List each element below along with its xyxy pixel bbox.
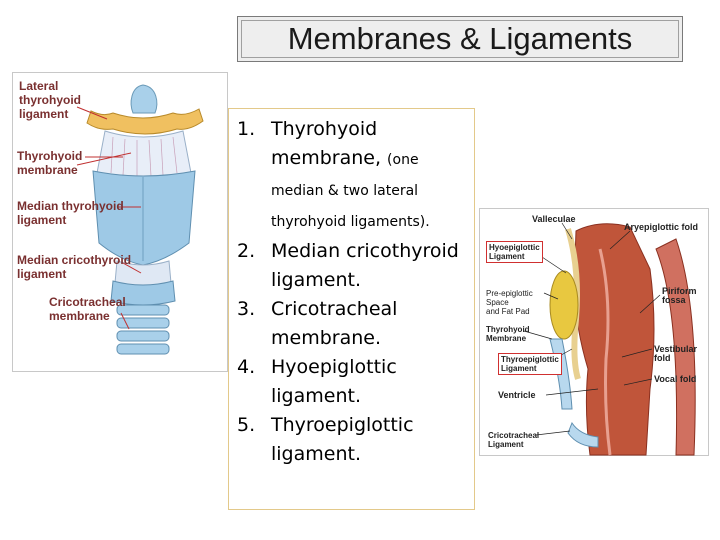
label-thyrohyoid-membrane: Thyrohyoid membrane xyxy=(17,149,83,177)
posterior-wall-shape xyxy=(655,238,696,456)
trachea-rings xyxy=(116,304,170,355)
label-pre-epiglottic-space: Pre-epiglottic Space and Fat Pad xyxy=(486,289,533,316)
label-vocal-fold: Vocal fold xyxy=(654,374,697,384)
label-hyoepiglottic-ligament: Hyoepiglottic Ligament xyxy=(486,241,543,263)
epiglottis-shape xyxy=(130,84,158,114)
list-text: Hyoepiglottic ligament. xyxy=(271,356,397,407)
list-item: 1. Thyrohyoid membrane, (one median & tw… xyxy=(237,115,473,237)
list-subtext: (one median & two lateral thyrohyoid lig… xyxy=(271,152,430,230)
larynx-anterior-figure: Lateral thyrohyoid ligament Thyrohyoid m… xyxy=(12,72,228,372)
larynx-illustration xyxy=(76,84,204,355)
title-box: Membranes & Ligaments xyxy=(237,16,683,62)
list-text: Cricotracheal membrane. xyxy=(271,298,398,349)
label-lateral-thyrohyoid-ligament: Lateral thyrohyoid ligament xyxy=(19,79,81,121)
ligament-list: 1. Thyrohyoid membrane, (one median & tw… xyxy=(237,115,473,469)
list-number: 5. xyxy=(237,414,256,436)
label-aryepiglottic-fold: Aryepiglottic fold xyxy=(624,222,698,232)
cricoid-cartilage-shape xyxy=(110,280,176,306)
list-text: Median cricothyroid ligament. xyxy=(271,240,459,291)
list-number: 3. xyxy=(237,298,256,320)
label-thyrohyoid-membrane-right: Thyrohyoid Membrane xyxy=(486,325,530,343)
list-text: Thyrohyoid membrane, xyxy=(271,118,381,169)
list-item: 3. Cricotracheal membrane. xyxy=(237,295,473,353)
label-median-cricothyroid-ligament: Median cricothyroid ligament xyxy=(17,253,132,281)
label-ventricle: Ventricle xyxy=(498,390,536,400)
cricoid-section xyxy=(567,421,599,448)
label-vestibular-fold: Vestibular fold xyxy=(654,344,698,363)
airway-fold xyxy=(598,248,612,456)
thyroid-cartilage-shape xyxy=(92,170,196,266)
hyoid-bone-shape xyxy=(86,108,204,135)
label-piriform-fossa: Piriform fossa xyxy=(662,286,697,305)
list-item: 5. Thyroepiglottic ligament. xyxy=(237,411,473,469)
label-valleculae: Valleculae xyxy=(532,214,576,224)
pharynx-mucosa-shape xyxy=(573,223,655,456)
larynx-sagittal-figure: Valleculae Aryepiglottic fold Hyoepiglot… xyxy=(479,208,709,456)
list-number: 1. xyxy=(237,118,256,140)
list-item: 2. Median cricothyroid ligament. xyxy=(237,237,473,295)
title-inner-border xyxy=(241,20,679,58)
membrane-fibers xyxy=(110,136,178,177)
list-item: 4. Hyoepiglottic ligament. xyxy=(237,353,473,411)
label-cricotracheal-membrane: Cricotracheal membrane xyxy=(49,295,126,323)
fat-pad-shape xyxy=(549,270,579,340)
label-cricotracheal-ligament: Cricotracheal Ligament xyxy=(488,431,540,449)
larynx-sagittal-illustration xyxy=(523,222,696,456)
label-median-thyrohyoid-ligament: Median thyrohyoid ligament xyxy=(17,199,124,227)
list-number: 4. xyxy=(237,356,256,378)
list-number: 2. xyxy=(237,240,256,262)
label-thyroepiglottic-ligament: Thyroepiglottic Ligament xyxy=(498,353,562,375)
ligament-list-box: 1. Thyrohyoid membrane, (one median & tw… xyxy=(228,108,475,510)
list-text: Thyroepiglottic ligament. xyxy=(271,414,414,465)
page-title: Membranes & Ligaments xyxy=(287,21,633,56)
leader-lines xyxy=(76,106,142,330)
